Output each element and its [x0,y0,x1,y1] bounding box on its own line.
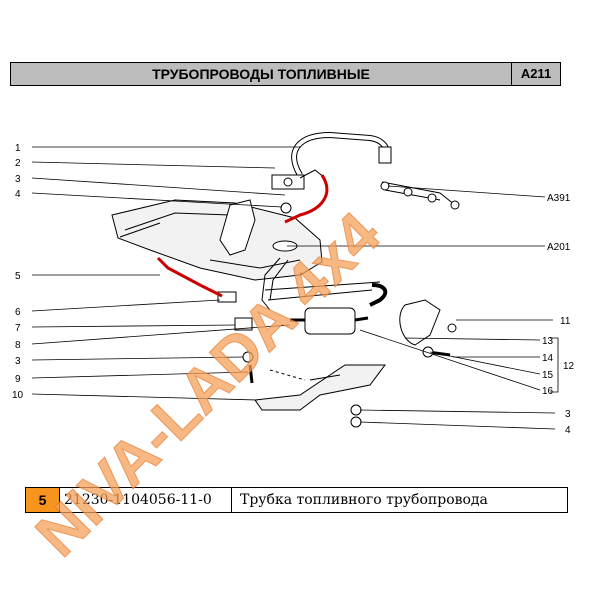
diagram-title: ТРУБОПРОВОДЫ ТОПЛИВНЫЕ [152,66,370,82]
shield-10 [254,364,386,411]
hose-clamp [378,146,392,164]
pipe-ends [369,283,388,307]
highlighted-tube-5 [156,174,329,298]
callout-6: 6 [15,307,21,318]
callout-15: 15 [542,370,554,381]
fuel-pipes [261,257,381,311]
part-number-badge: 5 [26,488,60,512]
tank-ribs [119,212,301,269]
fuel-pump-module [219,199,256,256]
callout-1: 1 [15,143,21,154]
part-code: 21230-1104056-11-0 [60,488,232,512]
callout-3b: 3 [15,356,21,367]
part-description: Трубка топливного трубопровода [240,492,488,508]
diagram-header: ТРУБОПРОВОДЫ ТОПЛИВНЫЕ A211 [10,62,561,86]
callout-16: 16 [542,386,554,397]
fuel-rail [381,181,456,206]
washer-15 [422,346,434,358]
hose-1 [291,131,391,177]
header-divider [511,63,512,85]
callout-5: 5 [15,271,21,282]
callout-12: 12 [563,361,575,372]
nut-4 [280,202,292,214]
leader-lines [31,146,559,430]
callout-14: 14 [542,353,554,364]
part-info-row: 5 21230-1104056-11-0 Трубка топливного т… [25,487,568,513]
callout-3-right: 3 [565,409,571,420]
callout-10: 10 [12,390,24,401]
nut-8 [242,351,254,363]
clip-7 [234,317,253,331]
callout-3: 3 [15,174,21,185]
callout-11: 11 [560,316,571,327]
callout-13: 13 [542,336,554,347]
bolt-9 [248,364,254,384]
callout-9: 9 [15,374,21,385]
callout-4: 4 [15,189,21,200]
callout-a201: A201 [547,242,571,253]
callout-a391: A391 [547,193,571,204]
callout-4-right: 4 [565,425,571,436]
fuel-filter [304,307,356,335]
callout-7: 7 [15,323,21,334]
callout-2: 2 [15,158,21,169]
nut-lower [350,404,362,416]
fuel-tank [111,199,323,281]
diagram-code: A211 [520,66,552,81]
connector-6 [217,291,237,303]
callout-8: 8 [15,340,21,351]
